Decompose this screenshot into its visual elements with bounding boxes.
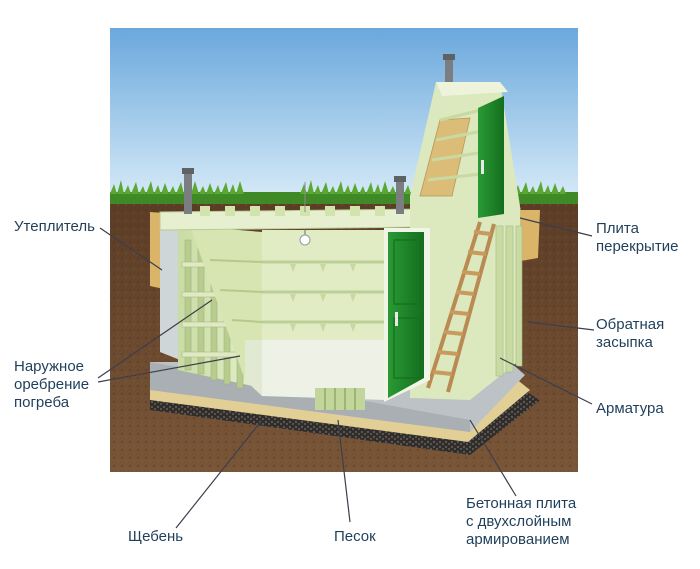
vent-pipe-middle bbox=[394, 176, 406, 214]
cellar-floor bbox=[245, 340, 385, 400]
label-outer-ribbing-line2: оребрение bbox=[14, 376, 90, 393]
label-base-slab-line1: Бетонная плита bbox=[466, 495, 577, 512]
leader-ribbing-1 bbox=[97, 299, 213, 379]
leader-gravel bbox=[175, 419, 263, 529]
leader-backfill bbox=[527, 321, 595, 331]
leader-ribbing-2 bbox=[97, 355, 241, 383]
label-base-slab-line3: армированием bbox=[466, 531, 570, 548]
leader-rebar bbox=[499, 357, 593, 405]
label-outer-ribbing-line1: Наружное bbox=[14, 358, 85, 375]
cellar-door bbox=[384, 228, 430, 402]
label-ceiling-slab-line2: перекрытие bbox=[596, 238, 679, 255]
leader-slab bbox=[519, 217, 593, 237]
leader-base bbox=[469, 419, 517, 497]
leader-sand bbox=[337, 419, 351, 523]
vent-pipe-left bbox=[182, 168, 194, 214]
label-rebar: Арматура bbox=[596, 400, 664, 417]
floor-grate bbox=[315, 388, 365, 410]
label-ceiling-slab: Плита перекрытие bbox=[596, 220, 678, 256]
label-base-slab: Бетонная плита с двухслойным армирование… bbox=[466, 495, 576, 549]
entrance-door bbox=[478, 96, 504, 218]
label-backfill: Обратная засыпка bbox=[596, 316, 664, 352]
label-outer-ribbing-line3: погреба bbox=[14, 394, 70, 411]
label-gravel: Щебень bbox=[128, 528, 184, 545]
vent-pipe-top bbox=[443, 54, 455, 84]
leader-lines bbox=[97, 217, 595, 529]
leader-insulation bbox=[99, 227, 163, 271]
label-ceiling-slab-line1: Плита bbox=[596, 220, 639, 237]
cutaway-side-wall bbox=[190, 226, 262, 380]
label-backfill-line2: засыпка bbox=[596, 334, 653, 351]
label-sand: Песок bbox=[334, 528, 376, 545]
label-outer-ribbing: Наружное оребрение погреба bbox=[14, 358, 89, 412]
staircase bbox=[426, 221, 496, 393]
label-backfill-line1: Обратная bbox=[596, 316, 665, 333]
label-insulation: Утеплитель bbox=[14, 218, 95, 235]
label-base-slab-line2: с двухслойным bbox=[466, 513, 572, 530]
outer-ribbing-right bbox=[495, 225, 523, 377]
